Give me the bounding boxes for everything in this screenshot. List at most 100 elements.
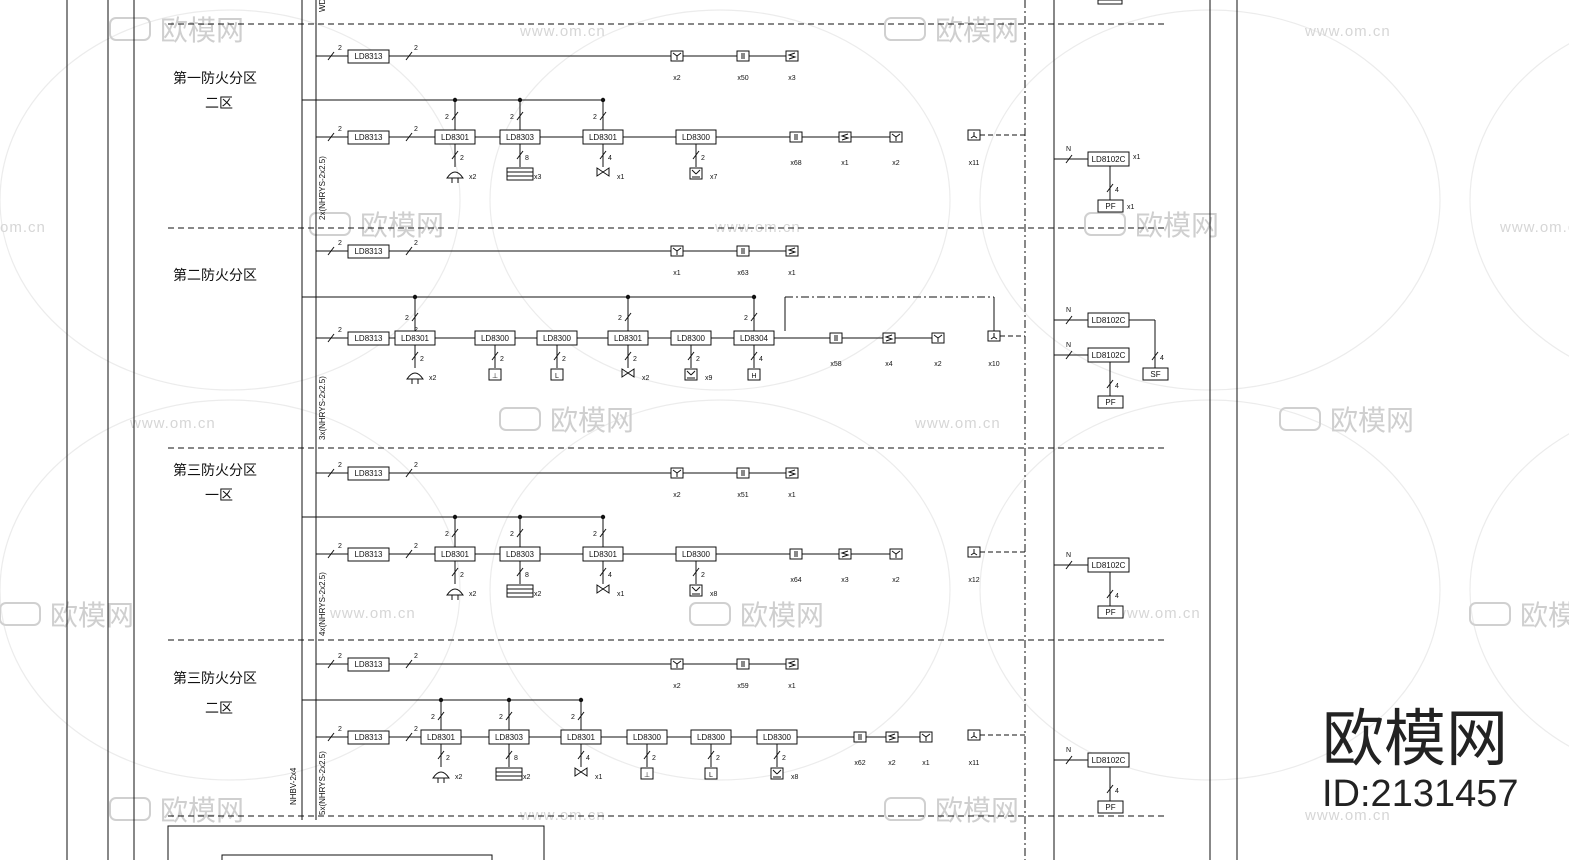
watermark-brand: 欧模网 (935, 14, 1019, 47)
wire-count-tick (750, 351, 758, 361)
wire-count-tick (599, 567, 607, 577)
device-qty: x1 (922, 760, 930, 767)
drop-count: 2 (716, 755, 720, 762)
device-qty: x2 (673, 75, 681, 82)
watermark-brand: 欧模网 (1135, 209, 1219, 242)
model-id: ID:2131457 (1322, 773, 1519, 815)
device-box-icon (747, 368, 761, 381)
glyph (691, 169, 697, 175)
wire-count-label: 2 (338, 45, 342, 52)
device-Y-icon (919, 731, 933, 743)
glyph (884, 334, 894, 342)
device-qty: x2 (892, 577, 900, 584)
watermark-logo-icon (689, 602, 731, 626)
wire-count-tick (405, 659, 413, 669)
device-qty: x11 (969, 760, 980, 767)
drop-qty: x2 (534, 591, 542, 598)
panel-count: 4 (1115, 593, 1119, 600)
device-I-icon (736, 50, 750, 62)
glyph (676, 469, 682, 474)
panel-device-box (1097, 605, 1124, 619)
drop-count: 2 (500, 356, 504, 363)
watermark-ring (0, 9, 461, 391)
wire-count-tick (1065, 350, 1073, 360)
device-A-icon (967, 546, 981, 558)
device-qty: x10 (988, 361, 999, 368)
wire-count-tick (599, 528, 607, 538)
glyph (973, 552, 978, 556)
wire-count-tick (773, 750, 781, 760)
wire-count-tick (1106, 183, 1114, 193)
panel-wire-label: N (1066, 747, 1071, 754)
wire-count-label: 2 (338, 240, 342, 247)
panel-device-qty: x1 (1127, 204, 1135, 211)
device-qty: x1 (673, 270, 681, 277)
device-S-icon (785, 245, 799, 257)
module-label: LD8303 (506, 550, 535, 559)
watermark-logo-icon (309, 212, 351, 236)
watermark-brand: 欧模网 (550, 404, 634, 437)
glyph (686, 370, 692, 376)
glyph (776, 769, 782, 775)
device-qty: x2 (673, 683, 681, 690)
cable-tag: WDZN-RYS-2x2.5 (318, 0, 327, 12)
wire-count-label: 2 (414, 726, 418, 733)
device-qty: x11 (969, 160, 980, 167)
panel-device-box (1142, 367, 1169, 381)
drop-qty: x9 (705, 375, 713, 382)
detector-frame (853, 731, 867, 743)
panel-device-label: SF (1150, 370, 1160, 379)
panel-count: 4 (1115, 383, 1119, 390)
glyph (787, 469, 797, 477)
strobe-icon (506, 584, 534, 598)
drop-qty: x2 (469, 591, 477, 598)
wire-count-tick (1151, 351, 1159, 361)
module-label: LD8300 (677, 334, 706, 343)
device-qty: x1 (788, 270, 796, 277)
valve-icon (596, 167, 610, 177)
module-label: LD8313 (354, 247, 383, 256)
panel-count: 4 (1115, 788, 1119, 795)
tap-count: 2 (744, 315, 748, 322)
panel-device-label: PF (1105, 202, 1115, 211)
device-qty: x64 (790, 577, 801, 584)
strobe-icon (495, 767, 523, 781)
device-box-icon (488, 368, 502, 381)
glyph (840, 133, 850, 141)
wire-count-tick (451, 528, 459, 538)
wire-count-label: 2 (414, 126, 418, 133)
device-qty: x2 (888, 760, 896, 767)
watermark-brand: 欧模网 (935, 794, 1019, 827)
drop-count: 2 (460, 572, 464, 579)
wire-count-tick (643, 750, 651, 760)
wire-count-tick (327, 549, 335, 559)
glyph (891, 133, 897, 138)
device-qty: x63 (737, 270, 748, 277)
tap-count: 2 (593, 114, 597, 121)
wire-count-label: 2 (414, 45, 418, 52)
panel-count: 4 (1115, 187, 1119, 194)
wire-count-label: 2 (338, 543, 342, 550)
wire-count-tick (624, 351, 632, 361)
module-label: LD8300 (682, 133, 711, 142)
device-qty: x3 (788, 75, 796, 82)
module-label: LD8313 (354, 52, 383, 61)
drop-count: 2 (652, 755, 656, 762)
panel-device-box (1097, 800, 1124, 814)
junction-dot (578, 697, 584, 703)
glyph (933, 334, 939, 339)
wire-count-tick (327, 468, 335, 478)
strobe-icon (506, 167, 534, 181)
device-S-icon (838, 131, 852, 143)
device-I-icon (853, 731, 867, 743)
device-qty: x50 (737, 75, 748, 82)
drop-count: 2 (446, 755, 450, 762)
zone-label: 第一防火分区 (173, 70, 257, 87)
module-label: LD8313 (354, 660, 383, 669)
